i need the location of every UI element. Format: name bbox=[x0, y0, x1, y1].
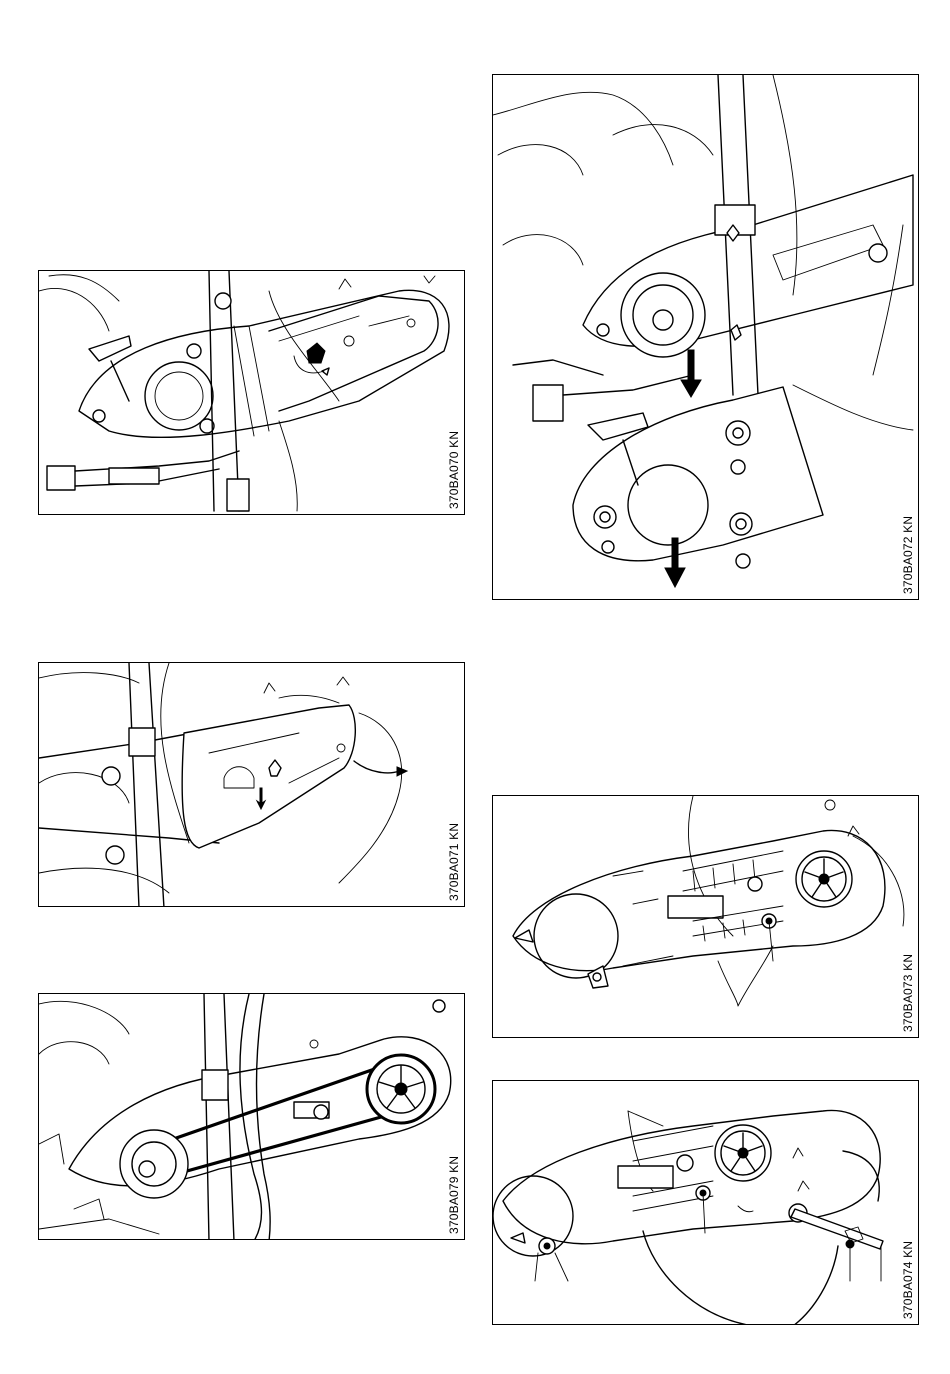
illustration-guard-closed bbox=[39, 271, 465, 515]
figure-code-label: 370BA070 KN bbox=[447, 431, 461, 509]
figure-370ba073: 370BA073 KN bbox=[492, 795, 919, 1038]
figure-code-label: 370BA079 KN bbox=[447, 1156, 461, 1234]
illustration-belt-tensioning bbox=[493, 1081, 919, 1325]
figure-370ba071: 370BA071 KN bbox=[38, 662, 465, 907]
figure-370ba079: 370BA079 KN bbox=[38, 993, 465, 1240]
illustration-belt-drive bbox=[39, 994, 465, 1240]
figure-code-label: 370BA071 KN bbox=[447, 823, 461, 901]
figure-370ba074: 370BA074 KN bbox=[492, 1080, 919, 1325]
figure-370ba072: 370BA072 KN bbox=[492, 74, 919, 600]
figure-code-label: 370BA073 KN bbox=[901, 954, 915, 1032]
figure-370ba070: 370BA070 KN bbox=[38, 270, 465, 515]
illustration-tensioner-assembly bbox=[493, 796, 919, 1038]
illustration-guard-pull-off bbox=[493, 75, 919, 600]
illustration-guard-removal bbox=[39, 663, 465, 907]
figure-code-label: 370BA072 KN bbox=[901, 516, 915, 594]
figure-code-label: 370BA074 KN bbox=[901, 1241, 915, 1319]
